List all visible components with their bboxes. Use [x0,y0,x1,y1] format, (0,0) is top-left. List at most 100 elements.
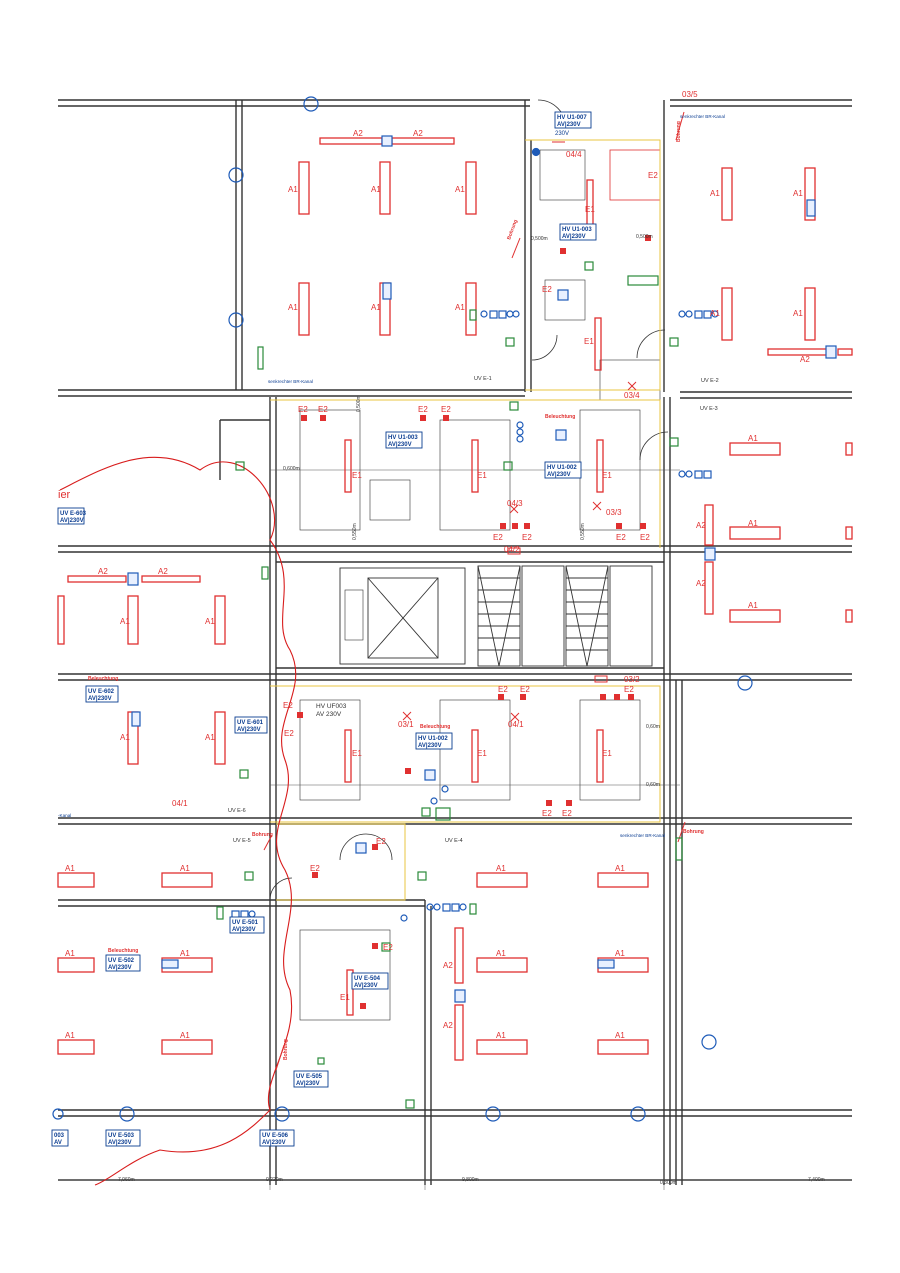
junction-box-icon [161,959,179,969]
light-fixture [57,1039,95,1055]
door-swings [269,99,669,901]
svg-text:A2: A2 [353,129,363,138]
light-fixture [845,526,853,540]
svg-text:Beleuchtung: Beleuchtung [88,676,118,682]
svg-text:0,300m: 0,300m [660,1180,677,1186]
svg-text:AV|230V: AV|230V [60,518,84,524]
svg-text:A1: A1 [615,864,625,873]
svg-text:04/1: 04/1 [508,720,524,729]
exit-sign-icon [669,437,679,447]
svg-text:AV|230V: AV|230V [262,1140,286,1146]
fire-boundary-arc [59,456,297,1186]
junction-box-icon [131,711,141,727]
svg-text:UV E-6: UV E-6 [228,808,246,814]
grid-marker-icon [737,675,753,691]
cable-chain-icon [516,421,524,443]
electrical-symbols [52,96,837,1122]
svg-text:UV E-3: UV E-3 [700,406,718,412]
cable-chain-icon [678,310,719,319]
svg-text:A1: A1 [180,949,190,958]
svg-text:Beleuchtung: Beleuchtung [545,414,575,420]
svg-text:A1: A1 [288,185,298,194]
svg-text:E1: E1 [602,471,612,480]
light-fixture [454,1004,464,1061]
svg-text:03/4: 03/4 [624,391,640,400]
svg-text:E2: E2 [493,533,503,542]
svg-text:Bohrung: Bohrung [506,219,519,241]
svg-text:E1: E1 [477,471,487,480]
svg-text:E1: E1 [602,749,612,758]
panel-uv-e-603: UV E-603 AV|230V [57,507,87,525]
svg-text:A1: A1 [65,1031,75,1040]
svg-text:A2: A2 [696,579,706,588]
svg-text:HV U1-002: HV U1-002 [418,736,448,742]
light-fixture [721,287,733,341]
svg-text:UV E-2: UV E-2 [701,378,719,384]
svg-text:A1: A1 [288,303,298,312]
light-fixture [344,439,352,493]
svg-text:AV 230V: AV 230V [316,711,342,718]
svg-text:E2: E2 [648,171,658,180]
svg-text:04/3: 04/3 [507,499,523,508]
svg-text:AV|230V: AV|230V [418,743,442,749]
light-fixture [476,872,528,888]
light-fixture [804,287,816,341]
svg-text:A1: A1 [496,864,506,873]
grid-marker-icon [701,1034,717,1050]
light-fixtures [57,137,853,1061]
svg-text:E2: E2 [522,533,532,542]
light-fixture [57,957,95,973]
svg-text:HV U1-002: HV U1-002 [547,465,577,471]
svg-text:E1: E1 [584,337,594,346]
light-fixture [594,317,602,371]
light-fixture [704,504,714,546]
exit-sign-icon [675,837,683,861]
light-fixture [704,561,714,615]
svg-text:230V: 230V [555,131,569,137]
light-fixture [57,872,95,888]
exit-sign-icon [509,401,519,411]
svg-text:A1: A1 [180,1031,190,1040]
light-fixture [729,609,781,623]
grid-marker-icon [630,1106,646,1122]
junction-box-icon [424,769,436,781]
dimension-labels: 0,500m 0,500m 0,500m 0,600m 0,550m 0,550… [118,234,825,1186]
svg-text:A1: A1 [455,185,465,194]
svg-text:senkrechter BR-Kanal: senkrechter BR-Kanal [268,379,313,384]
panel-uv-e-505: UV E-505 AV|230V [293,1070,329,1088]
svg-text:UV E-503: UV E-503 [108,1133,135,1139]
svg-text:7,400m: 7,400m [808,1177,825,1183]
svg-text:HV U1-003: HV U1-003 [388,435,418,441]
panel-uv-e-502: UV E-502 AV|230V [105,954,141,972]
panel-uv-e-602: UV E-602 AV|230V [85,685,119,703]
exit-sign-icon [469,309,477,321]
distribution-panels: HV U1-007 AV|230V HV U1-003 AV|230V HV U… [51,111,597,1147]
light-fixture [57,595,65,645]
svg-text:E2: E2 [318,405,328,414]
svg-text:AV: AV [54,1140,62,1146]
junction-box-icon [597,959,615,969]
light-fixture [214,711,226,765]
svg-text:A1: A1 [793,189,803,198]
junction-box-icon [382,282,392,300]
junction-box-icon [127,572,139,586]
exit-sign-icon [235,461,245,471]
light-fixture [67,575,127,583]
svg-text:E2: E2 [376,837,386,846]
svg-text:A1: A1 [120,617,130,626]
svg-text:A2: A2 [413,129,423,138]
light-fixture [127,595,139,645]
exit-signs [216,261,683,1109]
svg-text:AV|230V: AV|230V [108,1140,132,1146]
light-fixture [471,439,479,493]
svg-text:04/1: 04/1 [172,799,188,808]
exit-sign-icon [257,346,264,370]
svg-text:AV|230V: AV|230V [108,965,132,971]
svg-text:Bohrung: Bohrung [676,121,682,142]
svg-text:HV UF003: HV UF003 [316,703,347,710]
svg-text:0,220m: 0,220m [266,1177,283,1183]
exit-sign-icon [505,337,515,347]
panel-hv-u1-003: HV U1-003 AV|230V [385,431,423,449]
exit-sign-icon [469,903,477,915]
